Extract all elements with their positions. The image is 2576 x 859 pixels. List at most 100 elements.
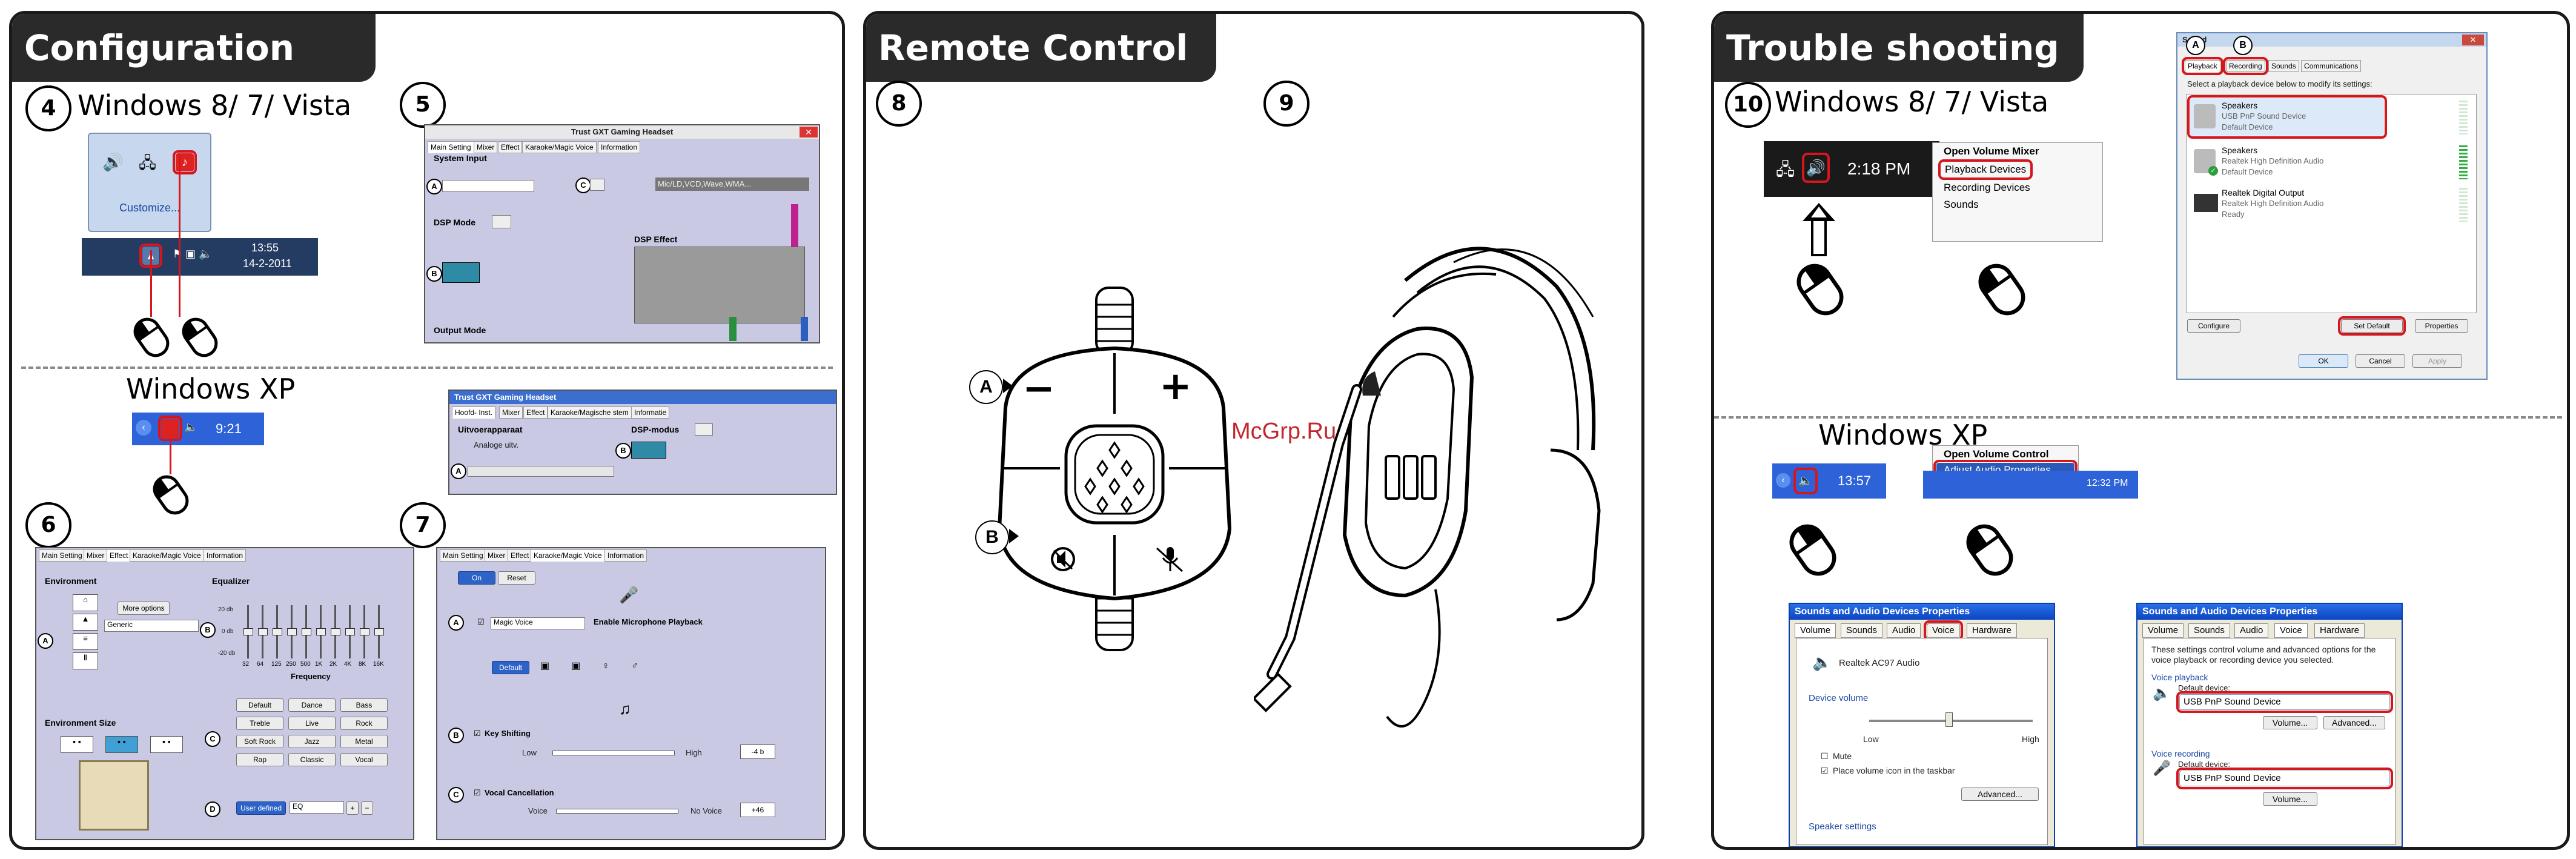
magic-voice-select[interactable]: Magic Voice xyxy=(491,617,585,629)
on-button[interactable]: On xyxy=(458,571,495,585)
vocal-cancel-checkbox[interactable]: ☑ xyxy=(474,788,481,797)
tab-sounds[interactable]: Sounds xyxy=(2268,60,2299,72)
eq-sliders[interactable] xyxy=(242,605,394,660)
reset-button[interactable]: Reset xyxy=(498,571,535,585)
tab-mixer-6[interactable]: Mixer xyxy=(84,549,108,562)
tab-communications[interactable]: Communications xyxy=(2301,60,2362,72)
volume-icon-10[interactable]: 🔊 xyxy=(1802,153,1830,183)
apply-button[interactable]: Apply xyxy=(2412,354,2462,368)
tab-karaoke-6[interactable]: Karaoke/Magic Voice xyxy=(130,549,204,562)
tab-recording[interactable]: Recording xyxy=(2223,57,2268,75)
dsp-mode-button[interactable] xyxy=(492,215,511,228)
set-default-button[interactable]: Set Default xyxy=(2338,316,2406,336)
eq-preset-button[interactable]: Soft Rock xyxy=(236,735,283,748)
xp1-tab-audio[interactable]: Audio xyxy=(1887,623,1921,638)
eq-preset-button[interactable]: Jazz xyxy=(288,735,336,748)
xp1-tab-sounds[interactable]: Sounds xyxy=(1841,623,1882,638)
window-close-icon[interactable]: ✕ xyxy=(800,127,818,138)
vocal-cancel-value[interactable]: +46 xyxy=(740,803,775,817)
device-realtek-speakers[interactable]: ✓ Speakers Realtek High Definition Audio… xyxy=(2190,143,2384,181)
tab-effect-7[interactable]: Effect xyxy=(508,549,532,562)
menu-recording-devices[interactable]: Recording Devices xyxy=(1944,182,2030,193)
tab-information-6[interactable]: Information xyxy=(204,549,247,562)
tab-main-setting-7[interactable]: Main Setting xyxy=(440,549,486,562)
xp2-tab-audio[interactable]: Audio xyxy=(2234,623,2269,638)
xp2-tab-hardware[interactable]: Hardware xyxy=(2314,623,2365,638)
eq-remove-button[interactable]: − xyxy=(361,801,373,815)
tab-effect-6[interactable]: Effect xyxy=(107,549,131,562)
tab-information[interactable]: Information xyxy=(598,141,641,153)
eq-slider-thumb[interactable] xyxy=(243,628,253,635)
eq-slider-thumb[interactable] xyxy=(302,628,311,635)
eq-preset-button[interactable]: Rock xyxy=(340,717,388,730)
xp2-advanced-button-1[interactable]: Advanced... xyxy=(2323,716,2385,729)
tab-mixer-nl[interactable]: Mixer xyxy=(499,406,523,419)
dsp-modus-button[interactable] xyxy=(695,423,713,436)
xp-trust-icon[interactable] xyxy=(158,416,182,441)
xp1-place-checkbox[interactable]: ☑ xyxy=(1821,766,1829,775)
properties-button[interactable]: Properties xyxy=(2415,319,2468,333)
eq-slider-thumb[interactable] xyxy=(360,628,369,635)
key-shifting-checkbox[interactable]: ☑ xyxy=(474,729,481,738)
source-dropdown[interactable]: Mic/LD,VCD,Wave,WMA... xyxy=(655,177,809,191)
eq-slider-thumb[interactable] xyxy=(258,628,268,635)
xp2-volume-button-2[interactable]: Volume... xyxy=(2263,792,2317,806)
env-icon-stairs[interactable]: ≡ xyxy=(73,633,98,650)
eq-preset-button[interactable]: Rap xyxy=(236,753,283,766)
eq-slider-thumb[interactable] xyxy=(287,628,297,635)
user-defined-button[interactable]: User defined xyxy=(236,801,286,815)
default-voice-button[interactable]: Default xyxy=(492,661,529,674)
tab-information-7[interactable]: Information xyxy=(604,549,647,562)
xp1-advanced-button[interactable]: Advanced... xyxy=(1961,788,2039,801)
menu-playback-devices[interactable]: Playback Devices xyxy=(1938,159,2033,180)
eq-slider-thumb[interactable] xyxy=(273,628,282,635)
configure-button[interactable]: Configure xyxy=(2187,319,2240,333)
xp2-tab-volume[interactable]: Volume xyxy=(2142,623,2184,638)
xp2-playback-select[interactable]: USB PnP Sound Device xyxy=(2176,691,2393,713)
env-icon-house[interactable]: ⌂ xyxy=(73,594,98,611)
tab-karaoke-7[interactable]: Karaoke/Magic Voice xyxy=(531,549,605,562)
eq-preset-button[interactable]: Vocal xyxy=(340,753,388,766)
tab-playback[interactable]: Playback xyxy=(2182,57,2223,75)
tab-karaoke-nl[interactable]: Karaoke/Magische stem xyxy=(548,406,632,419)
device-usb-speakers[interactable]: Speakers USB PnP Sound Device Default De… xyxy=(2187,95,2387,139)
xp1-tab-voice[interactable]: Voice xyxy=(1924,620,1963,641)
tab-effect-nl[interactable]: Effect xyxy=(523,406,548,419)
xp2-tab-sounds[interactable]: Sounds xyxy=(2188,623,2230,638)
eq-preset-button[interactable]: Metal xyxy=(340,735,388,748)
tab-main-setting-6[interactable]: Main Setting xyxy=(39,549,85,562)
tab-informatie-nl[interactable]: Informatie xyxy=(631,406,670,419)
eq-slider-thumb[interactable] xyxy=(331,628,340,635)
tab-karaoke[interactable]: Karaoke/Magic Voice xyxy=(522,141,597,153)
key-shift-slider[interactable] xyxy=(552,751,675,755)
eq-slider-thumb[interactable] xyxy=(374,628,384,635)
eq-add-button[interactable]: + xyxy=(346,801,359,815)
voice-preset-buttons[interactable]: ▣▣♀♂ xyxy=(540,661,661,671)
virtual-button-nl[interactable] xyxy=(631,442,666,459)
env-size-medium[interactable]: ▪ ▪ xyxy=(105,736,138,753)
menu-open-volume-control[interactable]: Open Volume Control xyxy=(1944,448,2049,460)
virtual-speaker-button[interactable] xyxy=(442,262,480,283)
input-select[interactable] xyxy=(442,180,534,192)
xp2-recording-select[interactable]: USB PnP Sound Device xyxy=(2176,768,2393,789)
xp1-mute-checkbox[interactable]: ☐ xyxy=(1821,751,1829,761)
tab-effect[interactable]: Effect xyxy=(498,141,523,153)
eq-preset-button[interactable]: Dance xyxy=(288,698,336,712)
env-size-large[interactable]: ▪ ▪ xyxy=(150,736,183,753)
settings-small-button[interactable] xyxy=(590,179,604,191)
xp-volume-icon-trouble[interactable]: 🔈 xyxy=(1793,468,1818,494)
env-icon-mountain[interactable]: ▲ xyxy=(73,614,98,631)
key-shift-value[interactable]: -4 b xyxy=(740,745,775,759)
blue-slider[interactable] xyxy=(801,317,808,341)
tab-hoofd[interactable]: Hoofd- Inst. xyxy=(452,406,496,419)
xp1-tab-volume[interactable]: Volume xyxy=(1795,623,1836,638)
eq-preset-button[interactable]: Live xyxy=(288,717,336,730)
vocal-cancel-slider[interactable] xyxy=(556,809,678,814)
sound-dialog-close-icon[interactable]: ✕ xyxy=(2462,35,2484,45)
customize-link[interactable]: Customize... xyxy=(119,202,180,214)
eq-preset-button[interactable]: Classic xyxy=(288,753,336,766)
menu-open-volume-mixer[interactable]: Open Volume Mixer xyxy=(1944,145,2039,157)
device-realtek-digital[interactable]: Realtek Digital Output Realtek High Defi… xyxy=(2190,185,2384,223)
eq-preset-button[interactable]: Bass xyxy=(340,698,388,712)
xp1-tab-hardware[interactable]: Hardware xyxy=(1967,623,2018,638)
